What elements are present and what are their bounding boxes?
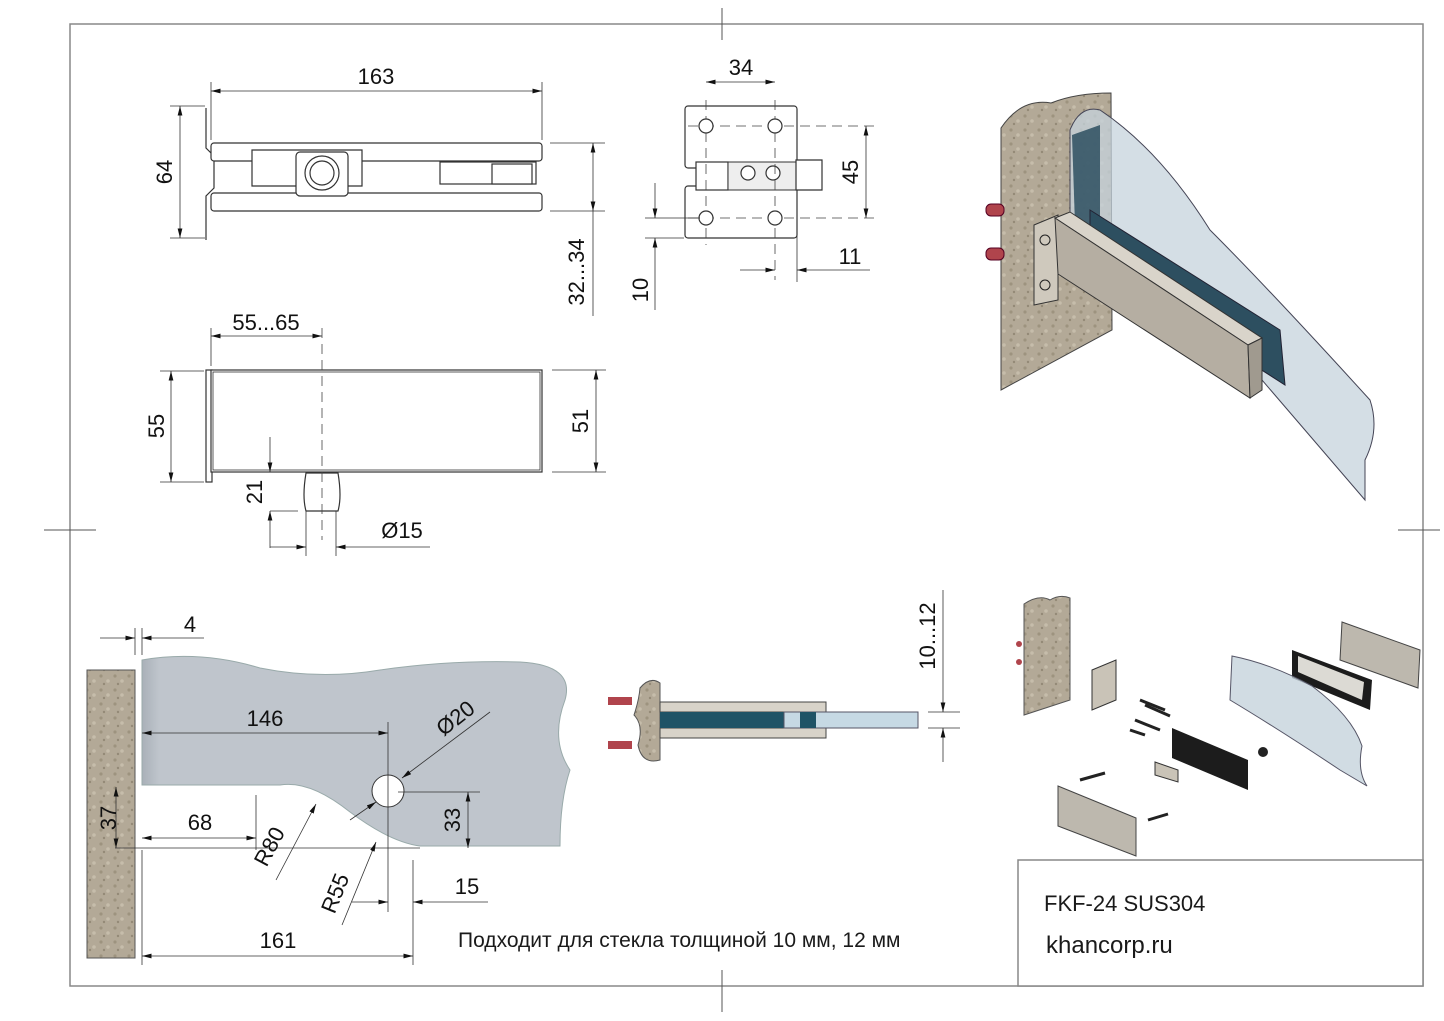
dim-68: 68 (188, 810, 212, 835)
dim-10: 10 (628, 278, 653, 302)
dim-10-12: 10...12 (915, 602, 940, 669)
center-marks (44, 8, 1440, 1012)
dim-15: 15 (455, 874, 479, 899)
exploded-render (1016, 595, 1421, 857)
front-view: 55...65 55 51 21 Ø15 (144, 310, 606, 556)
model-label: FKF-24 SUS304 (1044, 891, 1205, 916)
dim-32-34: 32...34 (564, 238, 589, 305)
dim-11: 11 (839, 244, 862, 269)
dim-33: 33 (440, 808, 465, 832)
dim-4: 4 (184, 612, 196, 637)
glass-cutout-view: 4 146 Ø20 37 68 R80 R55 33 15 161 (86, 612, 571, 965)
website-label: khancorp.ru (1046, 932, 1173, 959)
section-view: 10...12 (608, 590, 960, 762)
dim-d15: Ø15 (381, 518, 423, 543)
sheet-frame (69, 23, 1424, 987)
top-view: 163 64 32...34 (152, 64, 605, 316)
dim-163: 163 (358, 64, 395, 89)
dim-64: 64 (152, 160, 177, 184)
end-view: 34 45 11 10 (628, 55, 880, 310)
dim-37: 37 (96, 806, 121, 830)
title-block: FKF-24 SUS304 khancorp.ru (1017, 859, 1424, 987)
dim-21: 21 (242, 480, 267, 504)
dim-r80: R80 (249, 823, 290, 870)
dim-55: 55 (144, 414, 169, 438)
wall-section (86, 669, 136, 959)
dim-34: 34 (729, 55, 753, 80)
dim-51: 51 (568, 409, 593, 433)
dim-45: 45 (838, 160, 863, 184)
dim-55-65: 55...65 (232, 310, 299, 335)
iso-assembled-render (985, 92, 1375, 502)
dim-146: 146 (247, 706, 284, 731)
dim-161: 161 (260, 928, 297, 953)
glass-thickness-note: Подходит для стекла толщиной 10 мм, 12 м… (458, 929, 900, 952)
